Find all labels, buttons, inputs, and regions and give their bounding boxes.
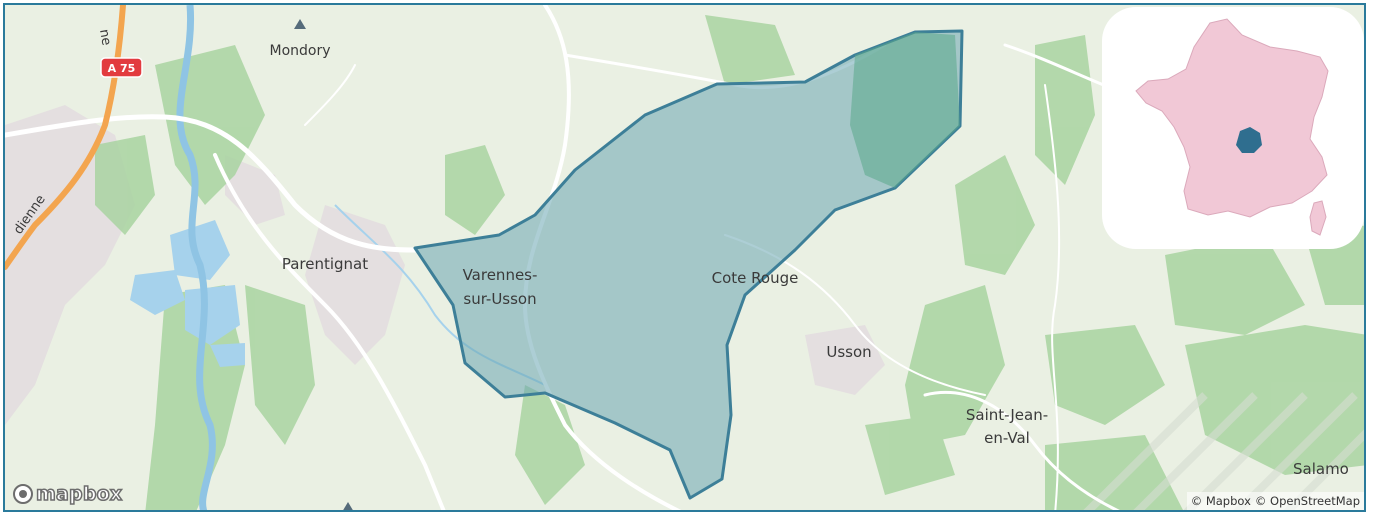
place-label-mondory: Mondory xyxy=(269,43,330,59)
water-bodies xyxy=(130,220,245,367)
place-label-varennes-line2: sur-Usson xyxy=(463,290,536,308)
mapbox-logo[interactable]: mapbox xyxy=(13,482,123,506)
inset-locator-map xyxy=(1102,7,1364,249)
place-label-usson: Usson xyxy=(826,343,871,361)
region-forest-patch xyxy=(850,32,960,188)
highway-shield-a75: A 75 xyxy=(100,57,143,78)
road-label-fragment-1: ne xyxy=(96,28,114,47)
river-allier xyxy=(176,5,216,510)
place-label-parentignat: Parentignat xyxy=(282,255,368,273)
attribution-mapbox-link[interactable]: © Mapbox xyxy=(1190,494,1251,508)
france-shape xyxy=(1135,18,1329,218)
map-attribution: © Mapbox © OpenStreetMap xyxy=(1186,492,1364,510)
attribution-osm-link[interactable]: © OpenStreetMap xyxy=(1254,494,1360,508)
mapbox-logo-text: mapbox xyxy=(35,482,123,506)
corsica-shape xyxy=(1309,200,1327,236)
region-polygon[interactable] xyxy=(413,29,964,500)
highlighted-department xyxy=(1236,127,1262,153)
place-label-cote-rouge: Cote Rouge xyxy=(712,269,799,287)
forest-areas xyxy=(95,15,1364,510)
peak-marker-mondory xyxy=(294,19,306,29)
mapbox-logo-icon xyxy=(13,484,33,504)
map-frame[interactable]: A 75 Mondory Parentignat Varennes- sur-U… xyxy=(3,3,1366,512)
france-outline xyxy=(1135,18,1329,236)
place-label-varennes-line1: Varennes- xyxy=(463,266,538,284)
svg-text:A 75: A 75 xyxy=(108,62,136,75)
place-label-salamo: Salamo xyxy=(1293,460,1349,478)
peak-marker-bottom xyxy=(343,502,353,510)
place-label-saint-jean-line2: en-Val xyxy=(984,429,1030,447)
place-label-saint-jean-line1: Saint-Jean- xyxy=(966,406,1048,424)
